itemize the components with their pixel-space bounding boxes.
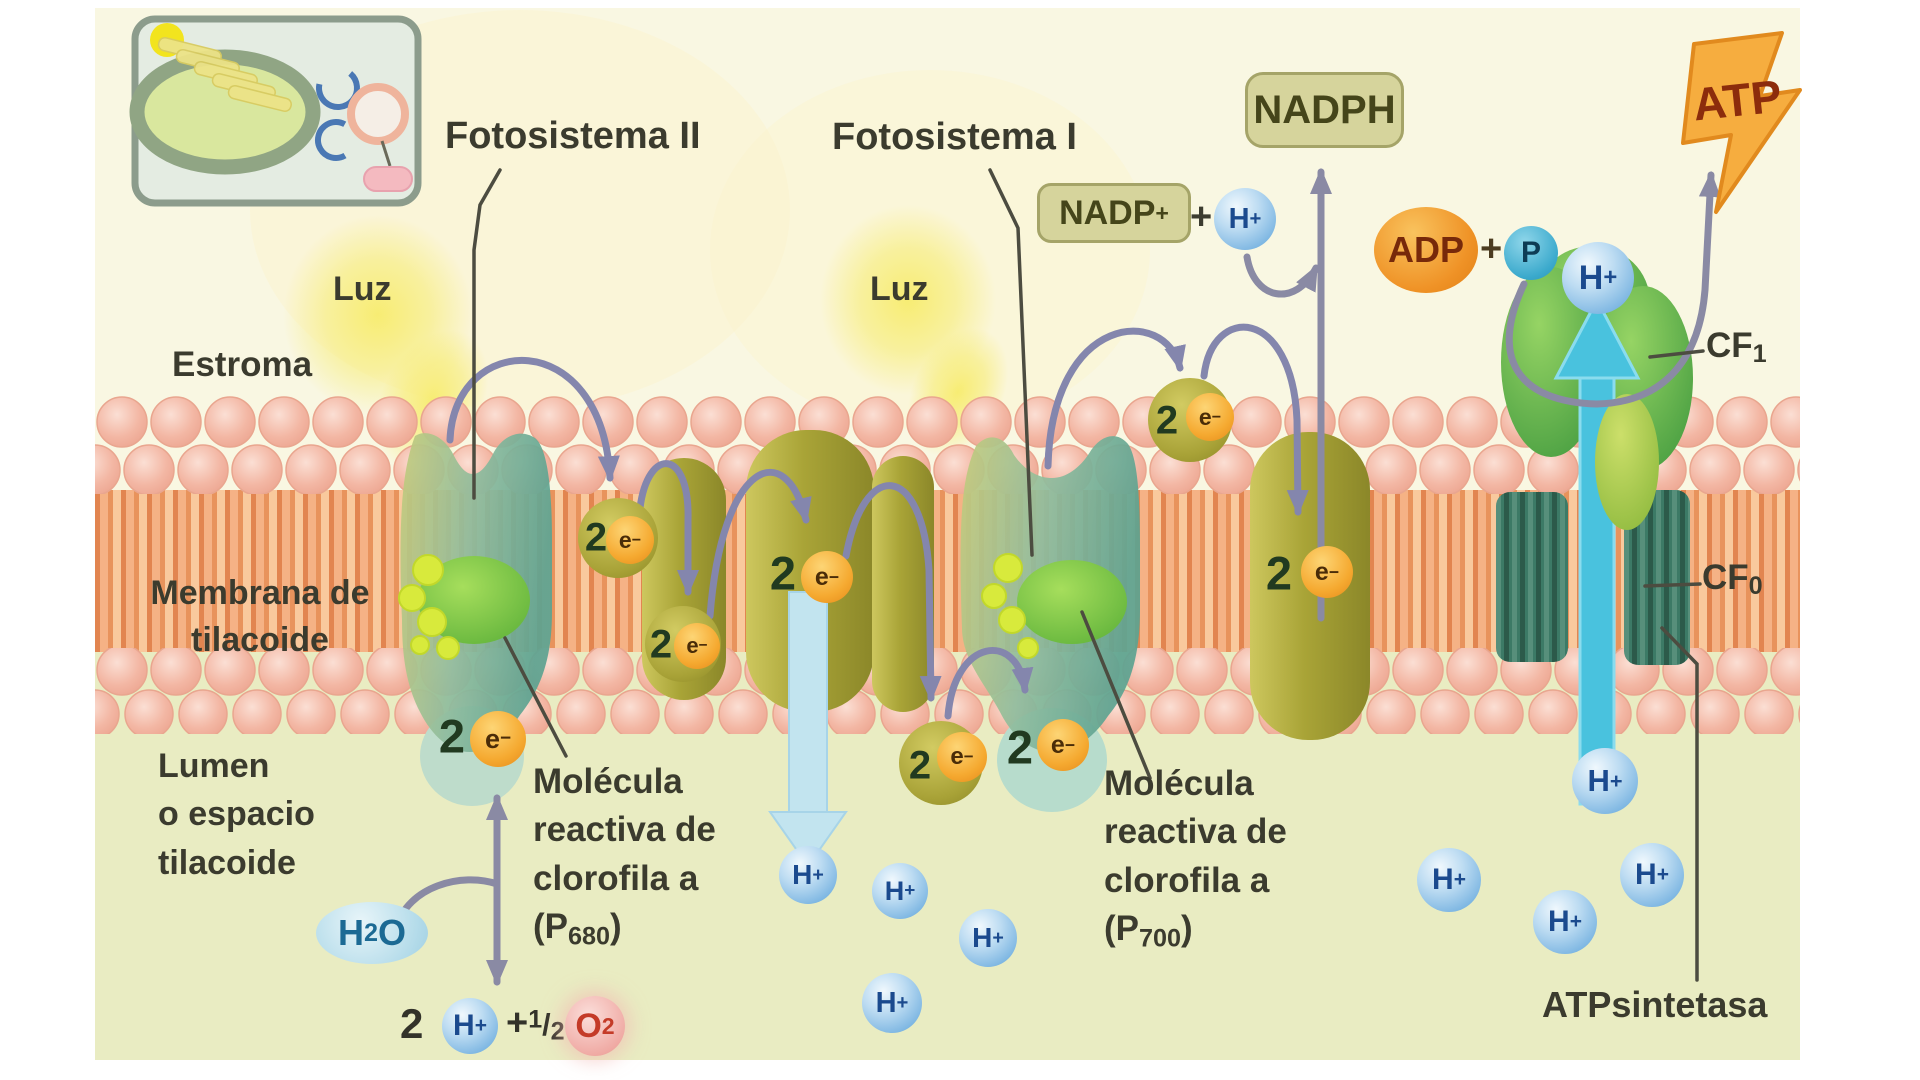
electron-orb: e− — [937, 732, 987, 782]
plus-sign-nadp: + — [1190, 196, 1213, 238]
pointer-lines — [472, 168, 1705, 982]
chloroplast-body — [129, 49, 321, 175]
electron-count: 2 — [438, 709, 466, 763]
h-plus-ion: H+ — [1562, 242, 1634, 314]
electron-flow-arrows — [446, 323, 1309, 720]
adp-to-atp-arrow — [1505, 171, 1721, 408]
nadph-badge: NADPH — [1245, 72, 1404, 148]
cf0-cylinders-right — [1624, 490, 1690, 665]
nadp-badge: NADP+ — [1037, 183, 1191, 243]
label-cf0: CF0 — [1702, 558, 1763, 600]
electron-orb: e− — [606, 516, 654, 564]
h-plus-ion: H+ — [1533, 890, 1597, 954]
adp-blob: ADP — [1374, 207, 1478, 293]
atp-bolt — [1681, 31, 1802, 214]
electron-count: 2 — [584, 515, 608, 560]
electron-count: 2 — [649, 622, 673, 667]
electron-count: 2 — [1265, 546, 1293, 600]
label-luz-psii: Luz — [333, 270, 392, 308]
label-fotosistema-i: Fotosistema I — [832, 116, 1077, 158]
plus-sign-adp: + — [1480, 228, 1503, 270]
h-plus-ion: H+ — [872, 863, 928, 919]
electron-orb: e− — [674, 623, 720, 669]
label-cf1: CF1 — [1706, 326, 1767, 368]
electron-count: 2 — [1006, 720, 1034, 774]
h-plus-ion: H+ — [1214, 188, 1276, 250]
atp-label: ATP — [1690, 69, 1785, 131]
electron-count: 2 — [908, 743, 932, 788]
nadp-merge-arrow — [1243, 253, 1320, 298]
product-arrows — [392, 168, 1721, 986]
split-two: 2 — [400, 1000, 424, 1047]
electron-count: 2 — [1155, 398, 1179, 443]
electron-orb: e− — [1301, 546, 1353, 598]
electron-orb: e− — [470, 711, 526, 767]
h-plus-ion: H+ — [779, 846, 837, 904]
grana-stack — [157, 36, 292, 113]
h-plus-ion: H+ — [1417, 848, 1481, 912]
h-plus-ion: H+ — [862, 973, 922, 1033]
inset-thylakoid-disc — [363, 166, 413, 192]
electron-orb: e− — [1186, 393, 1234, 441]
chloroplast-inset — [129, 15, 422, 207]
label-atp-sintetasa: ATPsintetasa — [1542, 984, 1768, 1025]
electron-count: 2 — [769, 546, 797, 600]
label-estroma: Estroma — [172, 345, 313, 384]
label-fotosistema-ii: Fotosistema II — [445, 115, 701, 157]
h-plus-ion: H+ — [959, 909, 1017, 967]
phosphate-circle: P — [1504, 226, 1558, 280]
label-luz-psi: Luz — [870, 270, 929, 308]
cf1-lower-lobe — [1595, 394, 1659, 530]
inset-thylakoid-ring — [347, 83, 409, 145]
electron-orb: e− — [1037, 719, 1089, 771]
proton-flow-arrow-down — [768, 591, 848, 868]
h-plus-ion: H+ — [1620, 843, 1684, 907]
h-plus-ion: H+ — [1572, 748, 1638, 814]
cf0-cylinders-left — [1496, 492, 1568, 662]
split-h-ion: H+ — [442, 998, 498, 1054]
electron-orb: e− — [801, 551, 853, 603]
split-fraction: +1/2 — [506, 1002, 565, 1046]
